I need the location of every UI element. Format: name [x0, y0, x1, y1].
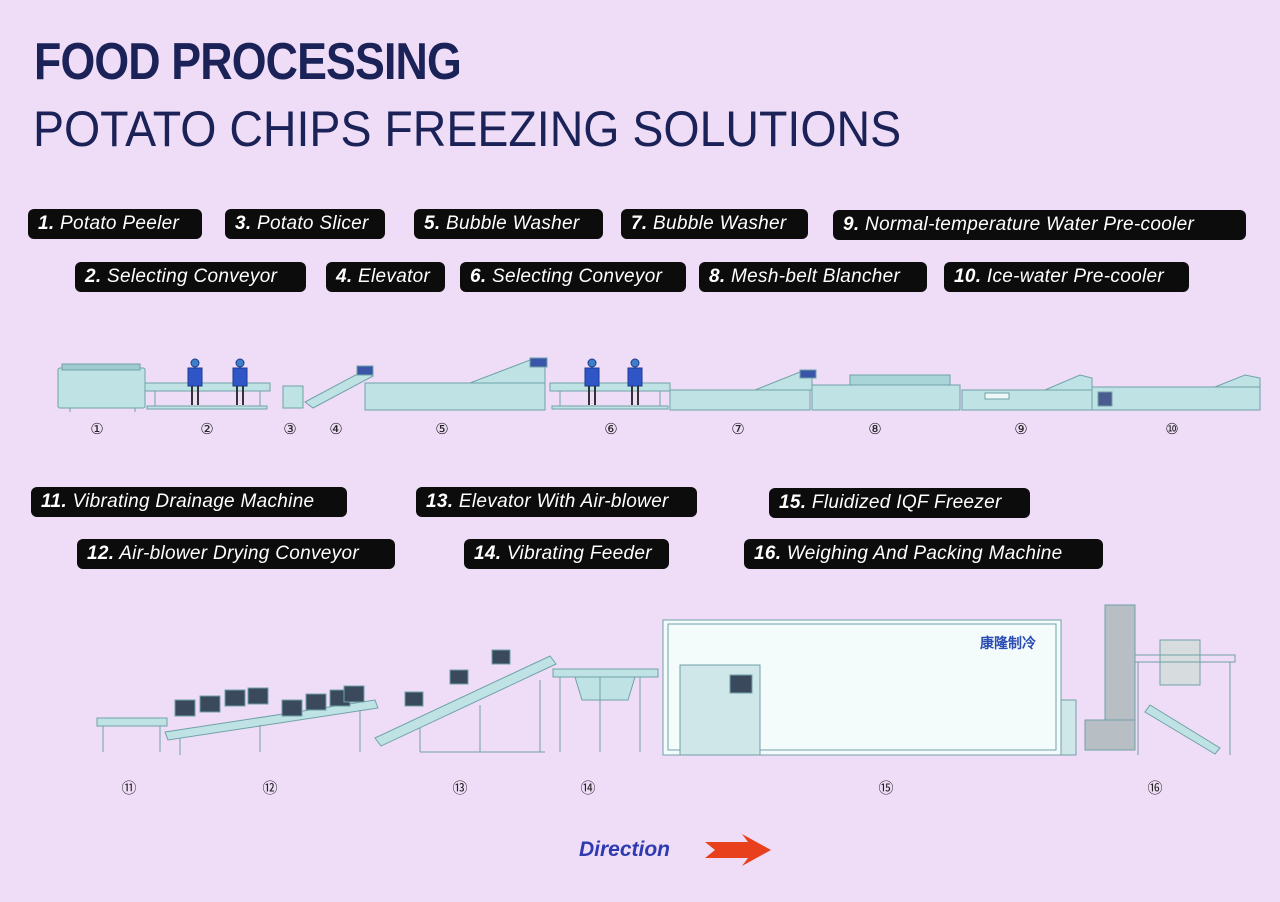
step-label-15: 15. Fluidized IQF Freezer [769, 488, 1030, 518]
step-label-5: 5. Bubble Washer [414, 209, 603, 239]
step-label-9: 9. Normal-temperature Water Pre-cooler [833, 210, 1246, 240]
marker-4: ④ [329, 420, 343, 438]
marker-14: ⑭ [580, 779, 596, 797]
bubble-washer-2 [669, 369, 817, 411]
marker-6: ⑥ [604, 420, 618, 438]
marker-16: ⑯ [1147, 779, 1163, 797]
worker-legs-2 [588, 386, 639, 405]
selecting-conveyor-2 [549, 382, 671, 410]
weighing-packing-machine [1084, 604, 1236, 755]
marker-3: ③ [283, 420, 297, 438]
potato-slicer-machine [282, 385, 304, 409]
step-label-8: 8. Mesh-belt Blancher [699, 262, 927, 292]
step-label-11: 11. Vibrating Drainage Machine [31, 487, 347, 517]
mesh-belt-blancher [811, 374, 961, 411]
worker-figure [187, 358, 248, 387]
step-label-16: 16. Weighing And Packing Machine [744, 539, 1103, 569]
step-label-1: 1. Potato Peeler [28, 209, 202, 239]
marker-8: ⑧ [868, 420, 882, 438]
elevator-machine [304, 365, 374, 409]
step-label-13: 13. Elevator With Air-blower [416, 487, 697, 517]
ice-water-pre-cooler [1091, 374, 1261, 411]
direction-label: Direction [579, 838, 671, 861]
marker-15: ⑮ [878, 779, 894, 797]
vibrating-feeder [552, 668, 659, 752]
marker-13: ⑬ [452, 779, 468, 797]
step-label-4: 4. Elevator [326, 262, 445, 292]
step-label-7: 7. Bubble Washer [621, 209, 808, 239]
selecting-conveyor-1 [144, 382, 271, 410]
step-label-3: 3. Potato Slicer [225, 209, 385, 239]
marker-9: ⑨ [1014, 420, 1028, 438]
elevator-with-air-blower [374, 649, 557, 753]
water-pre-cooler [961, 374, 1093, 411]
marker-5: ⑤ [435, 420, 449, 438]
marker-12: ⑫ [262, 779, 278, 797]
air-blower-drying-conveyor [164, 685, 379, 755]
potato-peeler-machine [57, 363, 146, 412]
direction-arrow-icon [705, 834, 771, 866]
marker-2: ② [200, 420, 214, 438]
step-label-10: 10. Ice-water Pre-cooler [944, 262, 1189, 292]
page-subtitle: POTATO CHIPS FREEZING SOLUTIONS [33, 101, 902, 157]
page-title: FOOD PROCESSING [34, 33, 462, 91]
vibrating-drainage-machine [96, 717, 168, 752]
fluidized-iqf-freezer [662, 619, 1077, 756]
step-label-6: 6. Selecting Conveyor [460, 262, 686, 292]
bubble-washer-1 [364, 357, 548, 411]
step-label-14: 14. Vibrating Feeder [464, 539, 669, 569]
marker-7: ⑦ [731, 420, 745, 438]
brand-logo-text: 康隆制冷 [980, 635, 1036, 652]
step-label-12: 12. Air-blower Drying Conveyor [77, 539, 395, 569]
marker-1: ① [90, 420, 104, 438]
marker-11: ⑪ [121, 779, 137, 797]
worker-legs [191, 386, 244, 405]
worker-figure-2 [584, 358, 643, 387]
step-label-2: 2. Selecting Conveyor [75, 262, 306, 292]
marker-10: ⑩ [1165, 420, 1179, 438]
